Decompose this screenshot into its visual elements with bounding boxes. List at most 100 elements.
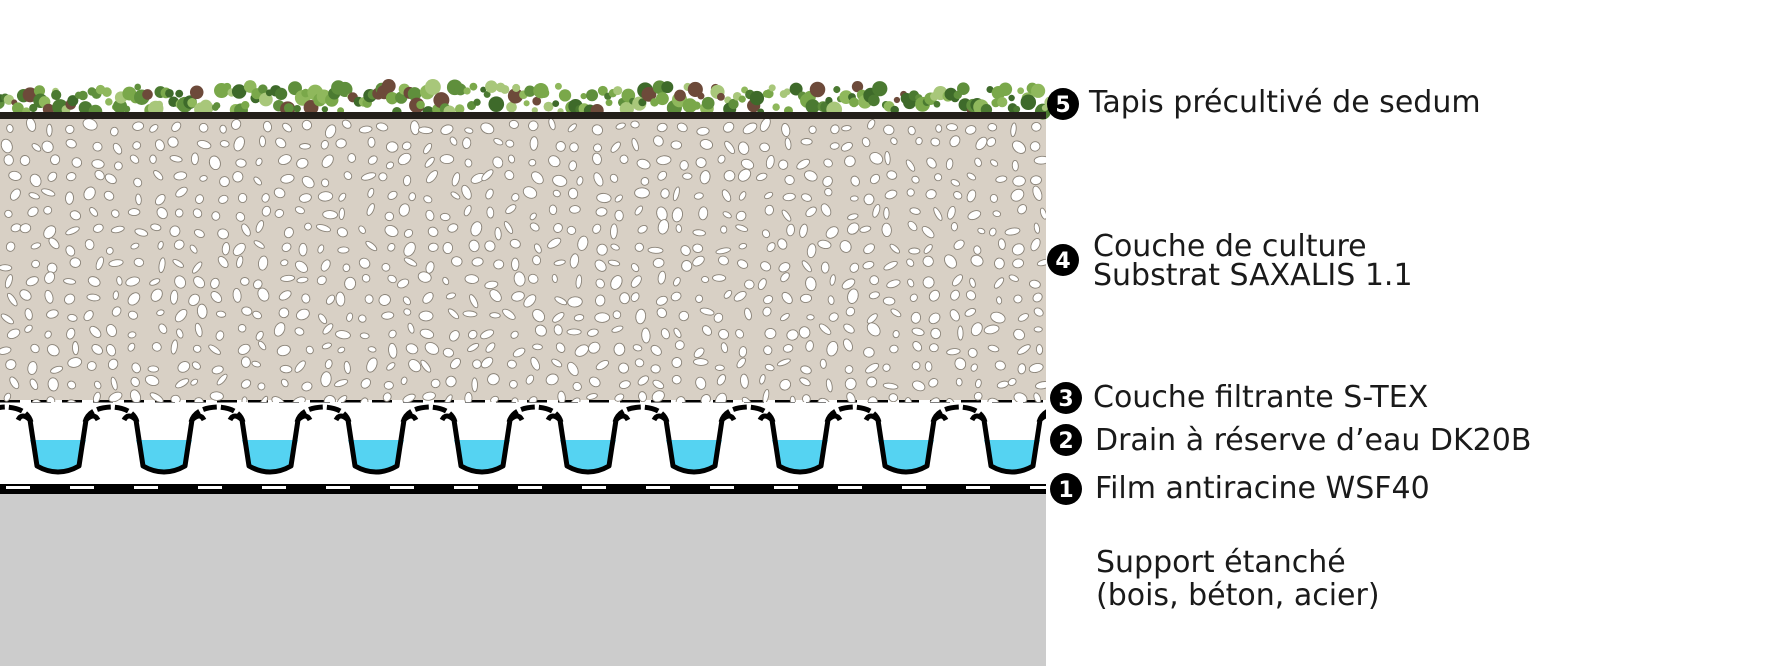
substrate-pebble: [1033, 222, 1041, 234]
substrate-pebble: [65, 245, 76, 257]
substrate-pebble: [693, 192, 704, 200]
substrate-pebble: [738, 243, 748, 250]
substrate-pebble: [631, 137, 639, 152]
substrate-pebble: [714, 392, 727, 402]
sedum-plant: [485, 80, 498, 93]
substrate-pebble: [301, 119, 312, 131]
substrate-pebble: [966, 172, 977, 181]
substrate-pebble: [196, 303, 208, 319]
substrate-pebble: [103, 190, 115, 201]
substrate-pebble: [647, 246, 664, 254]
substrate-pebble: [422, 391, 436, 401]
substrate-pebble: [799, 377, 811, 387]
substrate-pebble: [442, 347, 455, 358]
film-dash: [1030, 486, 1054, 489]
substrate-pebble: [132, 141, 142, 150]
substrate-pebble: [805, 340, 814, 352]
substrate-pebble: [862, 261, 875, 270]
layer-name: Film antiracine WSF40: [1095, 471, 1430, 506]
substrate-pebble: [551, 358, 563, 368]
substrate-pebble: [630, 275, 642, 288]
substrate-pebble: [630, 292, 640, 302]
sedum-plant: [454, 83, 467, 96]
substrate-pebble: [817, 239, 832, 250]
substrate-pebble: [388, 342, 398, 359]
substrate-pebble: [883, 206, 890, 220]
substrate-pebble: [190, 378, 199, 386]
substrate-pebble: [568, 187, 579, 200]
substrate-pebble: [317, 191, 334, 202]
substrate-pebble: [928, 289, 940, 302]
substrate-pebble: [975, 378, 982, 389]
substrate-pebble: [388, 329, 397, 339]
substrate-pebble: [360, 378, 371, 389]
substrate-pebble: [1017, 363, 1027, 375]
substrate-pebble: [401, 141, 412, 151]
root-barrier-film-layer: [0, 484, 1054, 494]
substrate-pebble: [316, 275, 327, 286]
substrate-pebble: [610, 223, 618, 240]
substrate-pebble: [271, 396, 286, 402]
substrate-pebble: [367, 346, 377, 353]
substrate-pebble: [551, 273, 558, 284]
substrate-pebble: [849, 262, 860, 273]
substrate-pebble: [908, 247, 921, 255]
substrate-pebble: [417, 271, 432, 283]
sedum-plant: [123, 105, 131, 113]
substrate-pebble: [946, 348, 961, 356]
substrate-pebble: [296, 276, 309, 284]
substrate-pebble: [493, 259, 505, 270]
substrate-pebble: [511, 257, 520, 272]
substrate-pebble: [741, 396, 752, 402]
substrate-pebble: [50, 154, 61, 166]
substrate-pebble: [283, 227, 294, 239]
substrate-pebble: [569, 205, 581, 214]
substrate-pebble: [823, 158, 833, 168]
substrate-pebble: [761, 229, 771, 239]
film-dash: [838, 486, 862, 489]
substrate-pebble: [634, 358, 645, 368]
substrate-pebble: [72, 341, 79, 356]
substrate-pebble: [298, 242, 308, 257]
substrate-pebble: [232, 171, 244, 183]
substrate-pebble: [533, 243, 542, 254]
substrate-pebble: [366, 203, 375, 216]
substrate-pebble: [634, 242, 644, 252]
substrate-pebble: [1011, 159, 1019, 172]
substrate-pebble: [1039, 207, 1046, 220]
substrate-pebble: [555, 141, 566, 152]
substrate-pebble: [660, 328, 670, 340]
substrate-pebble: [934, 173, 943, 182]
substrate-pebble: [808, 125, 817, 134]
substrate-pebble: [800, 365, 812, 375]
substrate-pebble: [472, 359, 482, 369]
substrate-pebble: [321, 178, 330, 188]
substrate-pebble: [928, 312, 941, 325]
substrate-pebble: [280, 174, 295, 184]
sedum-plant: [893, 96, 901, 104]
substrate-pebble: [553, 223, 563, 233]
substrate-pebble: [112, 142, 123, 155]
substrate-pebble: [841, 125, 852, 132]
substrate-pebble: [884, 189, 898, 200]
substrate-pebble: [630, 120, 640, 129]
substrate-pebble: [511, 193, 520, 202]
film-dash: [454, 486, 478, 489]
substrate-pebble: [994, 257, 1005, 270]
sedum-plant: [33, 85, 46, 97]
substrate-pebble: [325, 294, 336, 305]
sedum-plant: [1013, 105, 1021, 113]
sedum-plant: [552, 100, 560, 108]
substrate-pebble: [294, 360, 306, 373]
substrate-pebble: [657, 170, 668, 181]
substrate-pebble: [801, 260, 812, 273]
sedum-plant: [998, 82, 1013, 96]
substrate-pebble: [296, 308, 310, 321]
drain-cup-outline: [439, 413, 525, 475]
sedum-plant: [655, 92, 669, 106]
substrate-pebble: [367, 187, 375, 198]
sedum-plant: [385, 91, 399, 105]
substrate-pebble: [656, 122, 668, 133]
substrate-pebble: [949, 135, 961, 148]
substrate-pebble: [210, 291, 223, 303]
